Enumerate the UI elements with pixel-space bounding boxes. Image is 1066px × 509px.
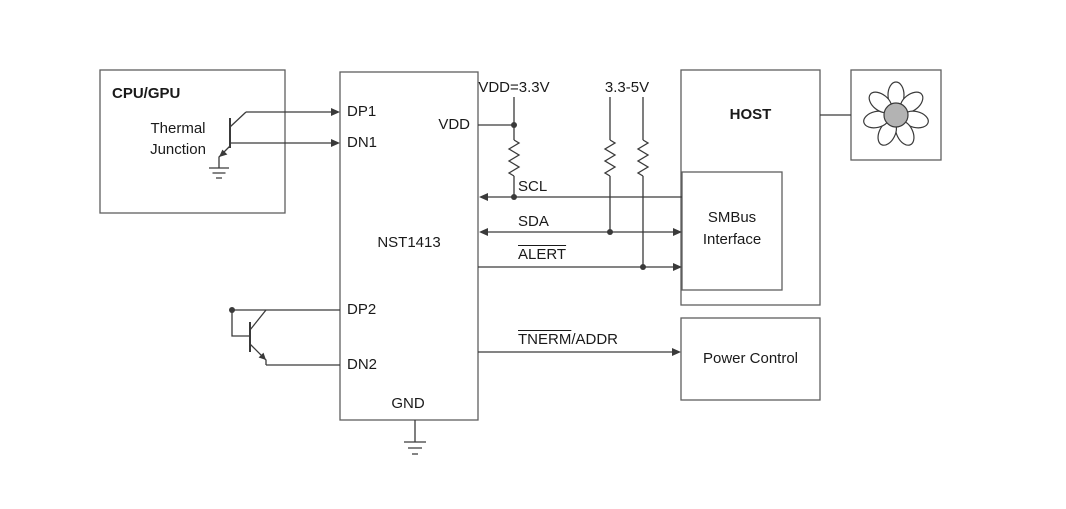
wire-bus-rail-alert — [640, 97, 646, 270]
alert-overline-text: ALERT — [518, 246, 567, 263]
cpu-gpu-title: CPU/GPU — [112, 85, 181, 102]
fan-hub — [883, 102, 909, 128]
wire-alert — [478, 263, 682, 271]
signal-label-sda: SDA — [518, 213, 549, 230]
resistor-icon-scl — [507, 139, 521, 177]
chip-name: NST1413 — [377, 234, 441, 251]
thermal-junction-label: Thermal Junction — [150, 120, 206, 158]
wire-vdd-rail — [478, 97, 517, 200]
bus-rail-label: 3.3-5V — [604, 79, 650, 96]
wire-sda — [479, 228, 682, 236]
power-control-box — [680, 317, 821, 401]
pin-label-dn2: DN2 — [347, 356, 378, 373]
pin-label-gnd: GND — [391, 395, 425, 412]
vdd-rail-label: VDD=3.3V — [478, 79, 550, 96]
pin-label-dp2: DP2 — [347, 301, 377, 318]
cpu-gpu-box — [99, 69, 286, 214]
resistor-icon-sda — [603, 139, 617, 177]
host-title: HOST — [729, 106, 772, 123]
resistor-icon-alert — [636, 139, 650, 177]
pin-label-dp1: DP1 — [347, 103, 377, 120]
wire-dp2 — [229, 307, 340, 337]
smbus-interface-box — [681, 171, 783, 291]
wire-dn1 — [230, 139, 340, 147]
wire-scl — [479, 193, 682, 201]
ground-icon-cpu — [209, 167, 229, 179]
bjt-transistor-icon-cpu — [218, 111, 247, 168]
nst1413-box — [339, 71, 479, 421]
pin-label-vdd: VDD — [438, 116, 470, 133]
therm-overline-text: TNERM — [518, 331, 572, 348]
power-control-label: Power Control — [702, 350, 799, 367]
addr-text: /ADDR — [571, 331, 618, 348]
fan-icon — [863, 81, 929, 146]
pin-label-dn1: DN1 — [347, 134, 378, 151]
signal-label-scl: SCL — [518, 178, 548, 195]
signal-label-therm-addr: TNERM/ADDR — [518, 331, 618, 349]
wire-bus-rail-sda — [607, 97, 613, 235]
signal-label-alert: ALERT — [518, 246, 566, 264]
wire-dp1 — [246, 108, 340, 116]
smbus-interface-label: SMBus Interface — [702, 209, 762, 248]
bjt-transistor-icon-external — [249, 309, 267, 365]
ground-icon-chip — [404, 441, 426, 455]
wire-therm-addr — [478, 348, 681, 356]
